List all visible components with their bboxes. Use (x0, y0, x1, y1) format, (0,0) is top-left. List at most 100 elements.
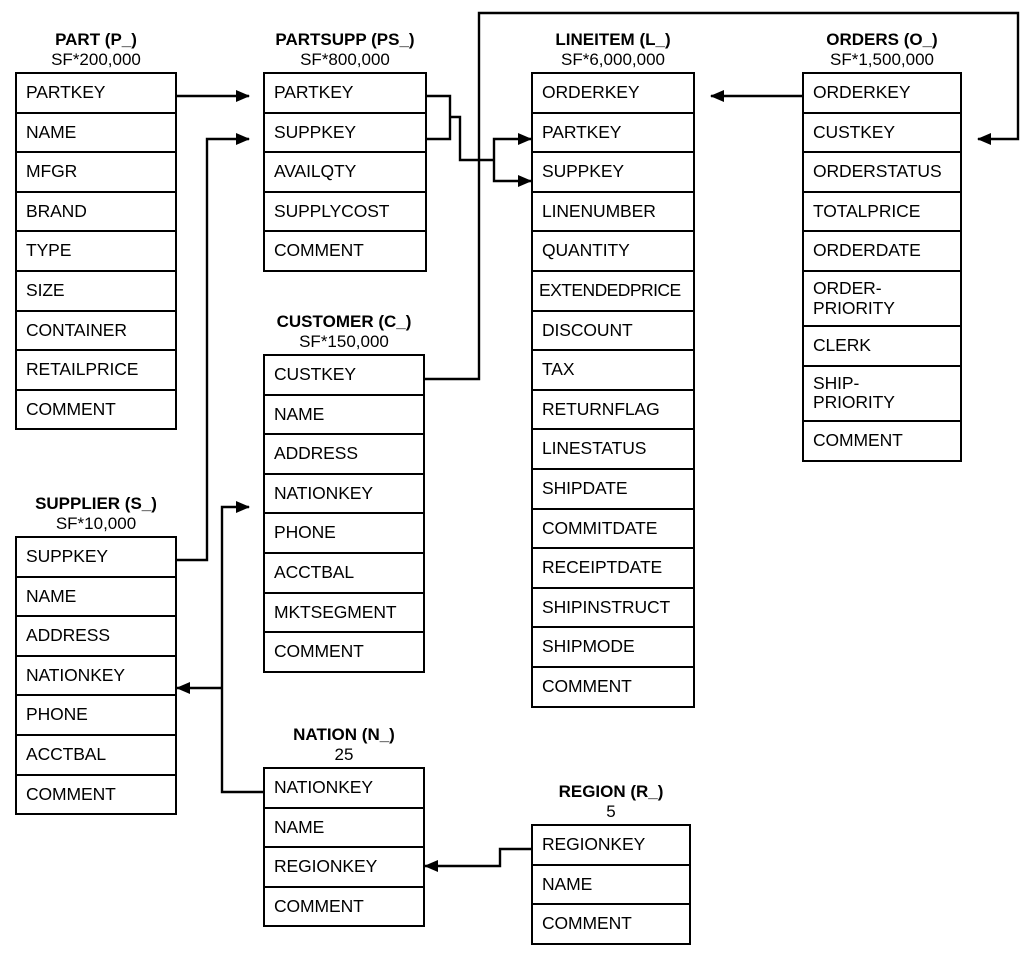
table-nation-title: NATION (N_) (293, 725, 395, 744)
wire-partsupp-partkey-stub (427, 94, 452, 117)
table-lineitem: LINEITEM (L_) SF*6,000,000 ORDERKEY PART… (531, 30, 695, 708)
field-customer-mktsegment: MKTSEGMENT (265, 594, 423, 634)
wire-partsupp-merge-trunk (450, 115, 494, 162)
wire-region-regionkey-to-nation (424, 847, 531, 872)
table-orders: ORDERS (O_) SF*1,500,000 ORDERKEY CUSTKE… (802, 30, 962, 462)
field-orders-custkey: CUSTKEY (804, 114, 960, 154)
field-supplier-comment: COMMENT (26, 783, 116, 804)
table-region: REGION (R_) 5 REGIONKEY NAME COMMENT (531, 782, 691, 945)
field-supplier-phone: PHONE (17, 696, 175, 736)
wire-partsupp-suppkey-stub (427, 117, 452, 141)
field-part-comment: COMMENT (26, 398, 116, 419)
table-lineitem-title: LINEITEM (L_) (555, 30, 671, 49)
table-customer-box: CUSTKEY NAME ADDRESS NATIONKEY PHONE ACC… (263, 354, 425, 673)
table-region-box: REGIONKEY NAME COMMENT (531, 824, 691, 945)
field-lineitem-receiptdate: RECEIPTDATE (533, 549, 693, 589)
field-part-type: TYPE (17, 232, 175, 272)
table-partsupp-box: PARTKEY SUPPKEY AVAILQTY SUPPLYCOST COMM… (263, 72, 427, 272)
field-lineitem-comment: COMMENT (542, 675, 632, 696)
table-partsupp-cardinality: SF*800,000 (300, 50, 390, 69)
field-orders-orderpriority-line1: ORDER- (813, 277, 882, 298)
field-lineitem-orderkey: ORDERKEY (533, 74, 693, 114)
field-part-retailprice: RETAILPRICE (17, 351, 175, 391)
table-supplier-title: SUPPLIER (S_) (35, 494, 157, 513)
field-orders-shippriority: SHIP- PRIORITY (804, 367, 960, 422)
table-lineitem-cardinality: SF*6,000,000 (561, 50, 665, 69)
field-supplier-address: ADDRESS (17, 617, 175, 657)
field-part-container: CONTAINER (17, 312, 175, 352)
field-partsupp-suppkey: SUPPKEY (265, 114, 425, 154)
field-partsupp-comment: COMMENT (274, 240, 364, 261)
field-lineitem-extendedprice: EXTENDEDPRICE (533, 272, 693, 312)
table-part-cardinality: SF*200,000 (51, 50, 141, 69)
table-part-box: PARTKEY NAME MFGR BRAND TYPE SIZE CONTAI… (15, 72, 177, 431)
field-customer-nationkey: NATIONKEY (265, 475, 423, 515)
field-customer-address: ADDRESS (265, 435, 423, 475)
field-lineitem-quantity: QUANTITY (533, 232, 693, 272)
table-nation: NATION (N_) 25 NATIONKEY NAME REGIONKEY … (263, 725, 425, 928)
table-part-title: PART (P_) (55, 30, 137, 49)
table-customer: CUSTOMER (C_) SF*150,000 CUSTKEY NAME AD… (263, 312, 425, 673)
field-lineitem-shipinstruct: SHIPINSTRUCT (533, 589, 693, 629)
field-supplier-nationkey: NATIONKEY (17, 657, 175, 697)
table-lineitem-box: ORDERKEY PARTKEY SUPPKEY LINENUMBER QUAN… (531, 72, 695, 708)
field-customer-phone: PHONE (265, 514, 423, 554)
field-orders-orderpriority: ORDER- PRIORITY (804, 272, 960, 328)
field-supplier-name: NAME (17, 578, 175, 618)
table-supplier-cardinality: SF*10,000 (55, 514, 137, 533)
field-orders-clerk: CLERK (804, 327, 960, 367)
field-customer-comment: COMMENT (274, 641, 364, 662)
table-nation-box: NATIONKEY NAME REGIONKEY COMMENT (263, 767, 425, 928)
field-partsupp-supplycost: SUPPLYCOST (265, 193, 425, 233)
field-partsupp-partkey: PARTKEY (265, 74, 425, 114)
field-customer-custkey: CUSTKEY (265, 356, 423, 396)
table-orders-title: ORDERS (O_) (826, 30, 938, 49)
field-part-partkey: PARTKEY (17, 74, 175, 114)
field-part-size: SIZE (17, 272, 175, 312)
wire-to-lineitem-partkey (492, 133, 532, 160)
field-customer-acctbal: ACCTBAL (265, 554, 423, 594)
field-lineitem-shipdate: SHIPDATE (533, 470, 693, 510)
table-partsupp-title: PARTSUPP (PS_) (275, 30, 415, 49)
field-orders-orderdate: ORDERDATE (804, 232, 960, 272)
field-lineitem-linestatus: LINESTATUS (533, 430, 693, 470)
field-part-brand: BRAND (17, 193, 175, 233)
field-supplier-acctbal: ACCTBAL (17, 736, 175, 776)
wire-to-lineitem-suppkey (492, 160, 532, 187)
field-lineitem-shipmode: SHIPMODE (533, 628, 693, 668)
table-part: PART (P_) SF*200,000 PARTKEY NAME MFGR B… (15, 30, 177, 431)
wire-nation-nationkey-trunk (220, 501, 263, 794)
field-nation-nationkey: NATIONKEY (265, 769, 423, 809)
field-orders-comment: COMMENT (813, 429, 903, 450)
field-orders-shippriority-line1: SHIP- (813, 372, 860, 393)
field-region-regionkey: REGIONKEY (533, 826, 689, 866)
field-lineitem-tax: TAX (533, 351, 693, 391)
wire-supplier-suppkey-to-partsupp (177, 133, 250, 562)
table-supplier-box: SUPPKEY NAME ADDRESS NATIONKEY PHONE ACC… (15, 536, 177, 816)
field-part-name: NAME (17, 114, 175, 154)
field-supplier-suppkey: SUPPKEY (17, 538, 175, 578)
field-nation-regionkey: REGIONKEY (265, 848, 423, 888)
table-region-cardinality: 5 (606, 802, 616, 821)
table-orders-cardinality: SF*1,500,000 (830, 50, 934, 69)
field-lineitem-suppkey: SUPPKEY (533, 153, 693, 193)
table-partsupp: PARTSUPP (PS_) SF*800,000 PARTKEY SUPPKE… (263, 30, 427, 272)
field-orders-orderstatus: ORDERSTATUS (804, 153, 960, 193)
field-orders-orderkey: ORDERKEY (804, 74, 960, 114)
table-customer-cardinality: SF*150,000 (299, 332, 389, 351)
table-region-title: REGION (R_) (558, 782, 664, 801)
field-orders-orderpriority-line2: PRIORITY (813, 297, 895, 318)
field-customer-name: NAME (265, 396, 423, 436)
table-orders-box: ORDERKEY CUSTKEY ORDERSTATUS TOTALPRICE … (802, 72, 962, 462)
field-part-mfgr: MFGR (17, 153, 175, 193)
field-lineitem-discount: DISCOUNT (533, 312, 693, 352)
table-nation-cardinality: 25 (334, 745, 354, 764)
field-lineitem-linenumber: LINENUMBER (533, 193, 693, 233)
field-lineitem-partkey: PARTKEY (533, 114, 693, 154)
field-partsupp-availqty: AVAILQTY (265, 153, 425, 193)
field-nation-comment: COMMENT (274, 895, 364, 916)
field-region-name: NAME (533, 866, 689, 906)
field-orders-totalprice: TOTALPRICE (804, 193, 960, 233)
field-lineitem-returnflag: RETURNFLAG (533, 391, 693, 431)
